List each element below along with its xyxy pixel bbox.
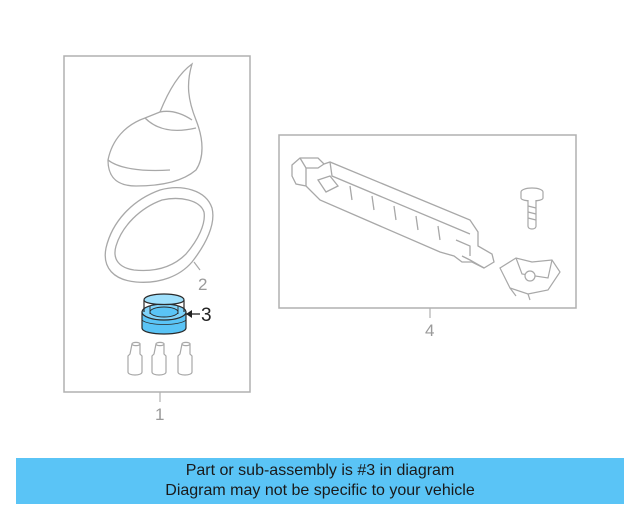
leader-arrow-3	[186, 310, 200, 318]
leader-line-2	[193, 261, 201, 271]
callout-3: 3	[201, 305, 212, 326]
callout-4: 4	[425, 321, 434, 340]
assembly-1-frame	[63, 55, 251, 393]
mounting-bolt	[520, 187, 544, 230]
shark-fin-cover	[107, 62, 203, 187]
base-gasket	[104, 187, 214, 283]
banner-line-1: Part or sub-assembly is #3 in diagram	[185, 462, 455, 479]
info-banner: Part or sub-assembly is #3 in diagram Di…	[16, 458, 624, 504]
connector-plugs	[127, 341, 193, 376]
antenna-base-ring[interactable]	[141, 293, 187, 335]
antenna-module	[291, 157, 495, 269]
assembly-4-frame	[278, 134, 577, 309]
bracket-clip	[499, 257, 561, 301]
callout-1: 1	[155, 405, 164, 424]
banner-line-2: Diagram may not be specific to your vehi…	[165, 482, 475, 499]
callout-2: 2	[198, 275, 207, 294]
